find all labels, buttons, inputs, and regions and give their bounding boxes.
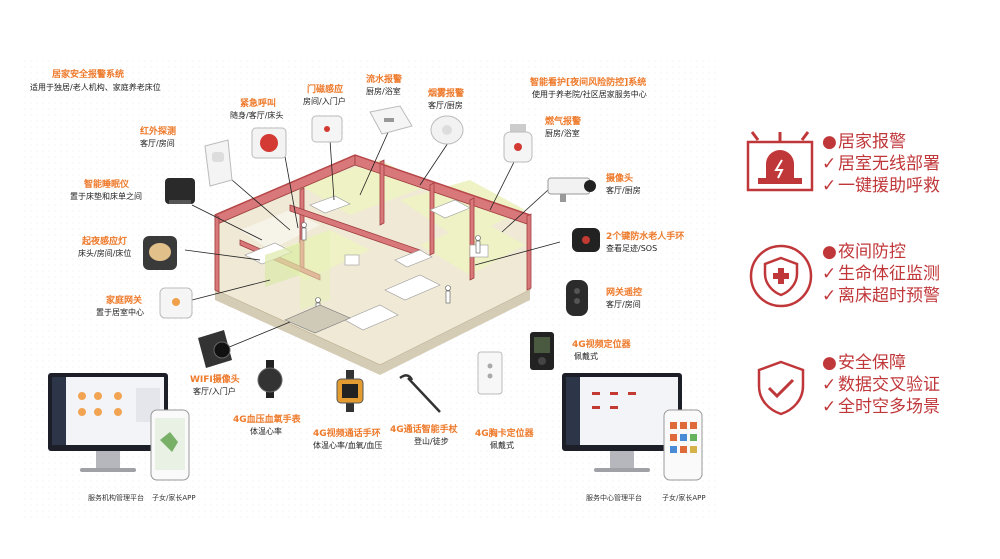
device-title: WIFI摄像头 bbox=[190, 375, 240, 385]
device-title: 4G血压血氧手表 bbox=[233, 415, 301, 425]
feature-item: ●安全保障 bbox=[822, 353, 906, 373]
device-title: 智能睡眠仪 bbox=[84, 180, 130, 190]
door-sensor-icon bbox=[311, 115, 343, 143]
feature-item: ●居家报警 bbox=[822, 132, 906, 152]
device-subtitle: 置于床垫和床单之间 bbox=[70, 192, 142, 201]
remote-icon bbox=[566, 280, 588, 316]
device-subtitle: 查看足迹/SOS bbox=[606, 244, 658, 253]
device-subtitle: 客厅/厨房 bbox=[606, 186, 641, 195]
feature-item: ✓一键援助呼救 bbox=[822, 176, 940, 196]
feature-group-night: ●夜间防控 ✓生命体征监测 ✓离床超时预警 bbox=[822, 241, 940, 307]
left-phone bbox=[150, 409, 190, 481]
device-title: 4G通话智能手杖 bbox=[390, 425, 458, 435]
feature-group-alarm: ●居家报警 ✓居室无线部署 ✓一键援助呼救 bbox=[822, 131, 940, 197]
device-subtitle: 体温心率 bbox=[250, 427, 282, 436]
bracelet-icon bbox=[572, 228, 600, 252]
device-subtitle: 客厅/房间 bbox=[140, 139, 175, 148]
water-sensor-icon bbox=[369, 105, 413, 135]
gateway-icon bbox=[159, 287, 193, 319]
device-subtitle: 登山/徒步 bbox=[414, 437, 449, 446]
device-subtitle: 置于居室中心 bbox=[96, 308, 144, 317]
smoke-detector-icon bbox=[430, 115, 464, 145]
emergency-button-icon bbox=[251, 127, 287, 159]
device-title: 起夜感应灯 bbox=[82, 237, 128, 247]
left-monitor bbox=[48, 373, 168, 472]
gas-detector-icon bbox=[503, 124, 533, 163]
right-phone bbox=[663, 409, 703, 481]
feature-group-safety: ●安全保障 ✓数据交叉验证 ✓全时空多场景 bbox=[822, 352, 940, 418]
infrared-detector-icon bbox=[204, 139, 233, 187]
feature-item: ✓全时空多场景 bbox=[822, 397, 940, 417]
chest-locator-icon bbox=[477, 351, 503, 395]
device-subtitle: 厨房/浴室 bbox=[545, 129, 580, 138]
feature-item: ✓居室无线部署 bbox=[822, 154, 940, 174]
shield-check-icon bbox=[757, 360, 805, 416]
feature-item: ●夜间防控 bbox=[822, 242, 906, 262]
device-title: 4G胸卡定位器 bbox=[475, 429, 534, 439]
platform-caption: 服务中心管理平台 bbox=[586, 494, 642, 502]
device-subtitle: 佩戴式 bbox=[574, 352, 598, 361]
bp-watch-icon bbox=[257, 360, 283, 398]
camera-icon bbox=[547, 177, 596, 202]
device-subtitle: 客厅/入门户 bbox=[193, 387, 236, 396]
device-title: 摄像头 bbox=[606, 174, 634, 184]
video-locator-icon bbox=[530, 332, 554, 370]
cane-icon bbox=[399, 374, 441, 413]
system-subtitle-left: 适用于独居/老人机构、家庭养老床位 bbox=[30, 83, 161, 92]
shield-cross-icon bbox=[749, 244, 813, 308]
feature-item: ✓数据交叉验证 bbox=[822, 375, 940, 395]
device-title: 4G视频通话手环 bbox=[313, 429, 381, 439]
device-title: 家庭网关 bbox=[106, 296, 143, 306]
night-light-icon bbox=[143, 236, 177, 270]
device-title: 网关遥控 bbox=[606, 288, 643, 298]
device-subtitle: 客厅/厨房 bbox=[428, 101, 463, 110]
device-title: 红外探测 bbox=[140, 127, 177, 137]
platform-caption: 子女/家长APP bbox=[662, 494, 706, 502]
video-watch-icon bbox=[336, 370, 364, 412]
system-subtitle-right: 使用于养老院/社区居家服务中心 bbox=[532, 90, 647, 99]
device-title: 烟雾报警 bbox=[428, 89, 465, 99]
platform-caption: 子女/家长APP bbox=[152, 494, 196, 502]
device-subtitle: 体温心率/血氧/血压 bbox=[313, 441, 383, 450]
feature-item: ✓离床超时预警 bbox=[822, 286, 940, 306]
alarm-light-icon bbox=[746, 131, 814, 192]
device-title: 4G视频定位器 bbox=[572, 340, 631, 350]
device-title: 紧急呼叫 bbox=[240, 99, 277, 109]
device-subtitle: 房间/入门户 bbox=[303, 97, 346, 106]
sleep-monitor-icon bbox=[165, 178, 195, 204]
device-title: 门磁感应 bbox=[307, 85, 344, 95]
device-subtitle: 佩戴式 bbox=[490, 441, 514, 450]
house-floorplan bbox=[214, 154, 532, 375]
device-title: 2个键防水老人手环 bbox=[606, 232, 685, 242]
system-title-left: 居家安全报警系统 bbox=[52, 70, 125, 80]
right-monitor bbox=[562, 373, 682, 472]
device-title: 燃气报警 bbox=[545, 117, 582, 127]
feature-item: ✓生命体征监测 bbox=[822, 264, 940, 284]
device-title: 流水报警 bbox=[366, 75, 403, 85]
device-subtitle: 随身/客厅/床头 bbox=[230, 111, 284, 120]
device-icons bbox=[143, 105, 600, 413]
device-subtitle: 床头/房间/床位 bbox=[78, 249, 132, 258]
leader-lines bbox=[184, 127, 561, 351]
device-subtitle: 客厅/房间 bbox=[606, 300, 641, 309]
device-subtitle: 厨房/浴室 bbox=[366, 87, 401, 96]
wifi-camera-icon bbox=[198, 330, 232, 368]
platform-caption: 服务机构管理平台 bbox=[88, 494, 144, 502]
system-title-right: 智能看护[夜间风险防控]系统 bbox=[530, 78, 647, 88]
